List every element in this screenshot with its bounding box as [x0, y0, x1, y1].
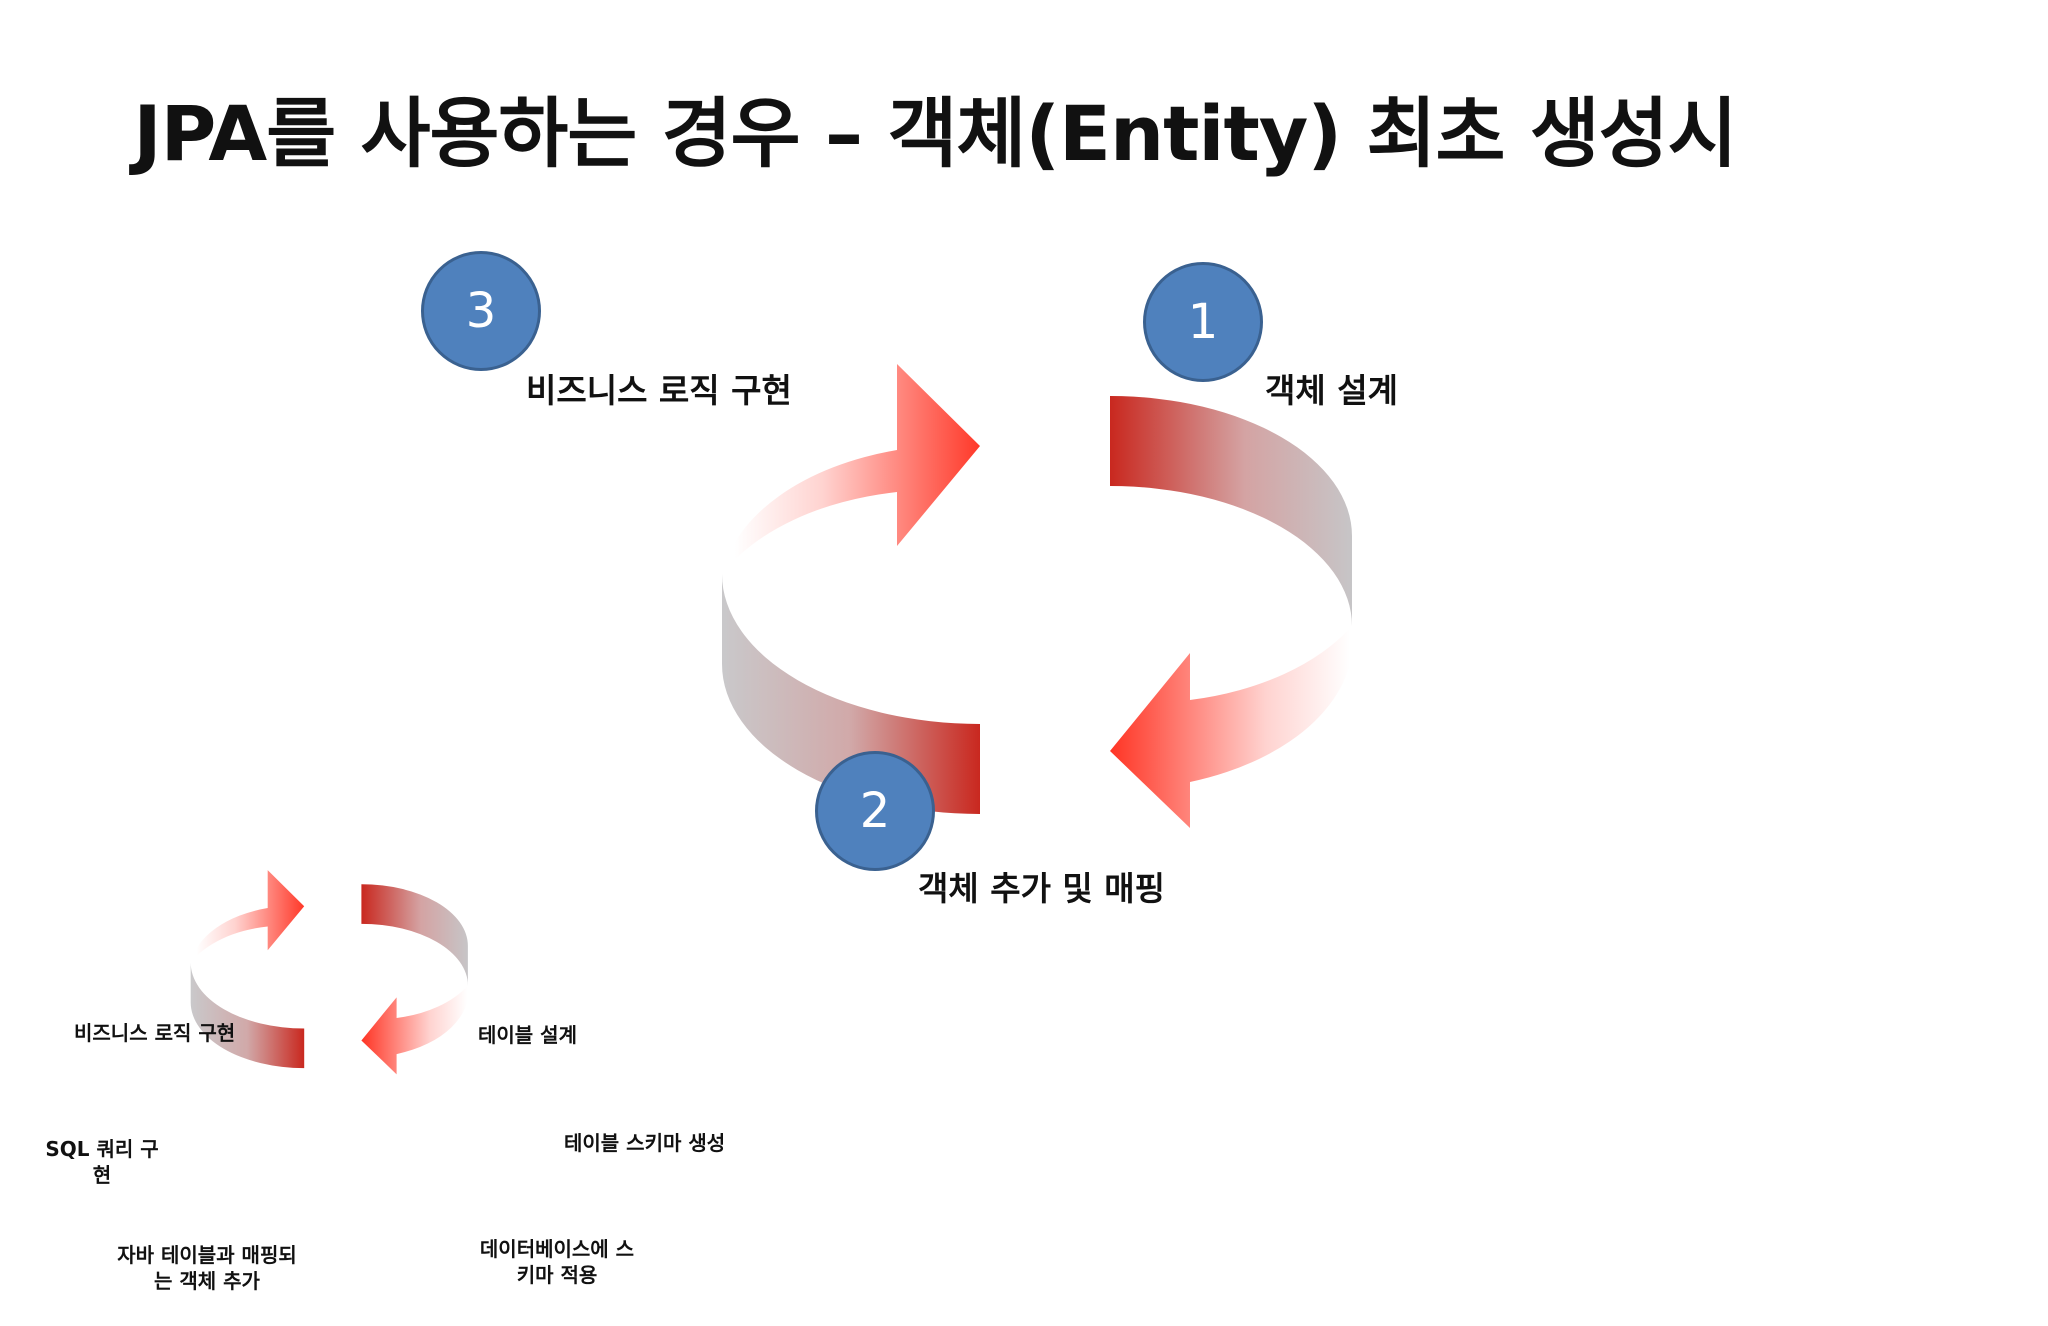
slide-title: JPA를 사용하는 경우 – 객체(Entity) 최초 생성시 [133, 89, 1737, 178]
mini-ribbon-table-design [361, 884, 468, 986]
mini-label-apply-schema: 데이터베이스에 스 키마 적용 [468, 1236, 646, 1288]
arrow-mapping-to-cycle [1110, 626, 1354, 828]
mini-label-table-design: 테이블 설계 [478, 1023, 577, 1047]
mini-arrow-apply-schema [361, 985, 469, 1075]
step-2-badge: 2 [815, 751, 935, 871]
mini-label-sql-query-line1: SQL 쿼리 구 [45, 1137, 159, 1161]
mini-label-map-object-line2: 는 객체 추가 [154, 1269, 260, 1293]
ribbon-design-to-mapping [1110, 396, 1352, 626]
mini-label-sql-query-line2: 현 [92, 1163, 112, 1187]
mini-label-sql-query: SQL 쿼리 구 현 [38, 1136, 166, 1188]
ribbon-mapping-to-logic [722, 574, 980, 814]
mini-label-apply-schema-line1: 데이터베이스에 스 [479, 1237, 635, 1261]
mini-label-apply-schema-line2: 키마 적용 [516, 1263, 598, 1287]
step-1-label: 객체 설계 [1265, 371, 1398, 410]
mini-label-map-object-line1: 자바 테이블과 매핑되 [117, 1243, 297, 1267]
step-2-label: 객체 추가 및 매핑 [918, 869, 1165, 908]
mini-label-schema-generation: 테이블 스키마 생성 [564, 1131, 726, 1155]
mini-arrow-business-logic [190, 870, 305, 963]
mini-ribbon-map-object [190, 962, 305, 1069]
mini-label-map-object: 자바 테이블과 매핑되 는 객체 추가 [102, 1242, 312, 1294]
step-1-badge: 1 [1143, 262, 1263, 382]
secondary-cycle [190, 870, 469, 1075]
mini-label-business-logic: 비즈니스 로직 구현 [74, 1021, 236, 1045]
main-cycle [722, 364, 1354, 828]
arrow-logic-to-design [722, 364, 980, 574]
step-3-label: 비즈니스 로직 구현 [526, 371, 792, 410]
step-3-badge: 3 [421, 251, 541, 371]
